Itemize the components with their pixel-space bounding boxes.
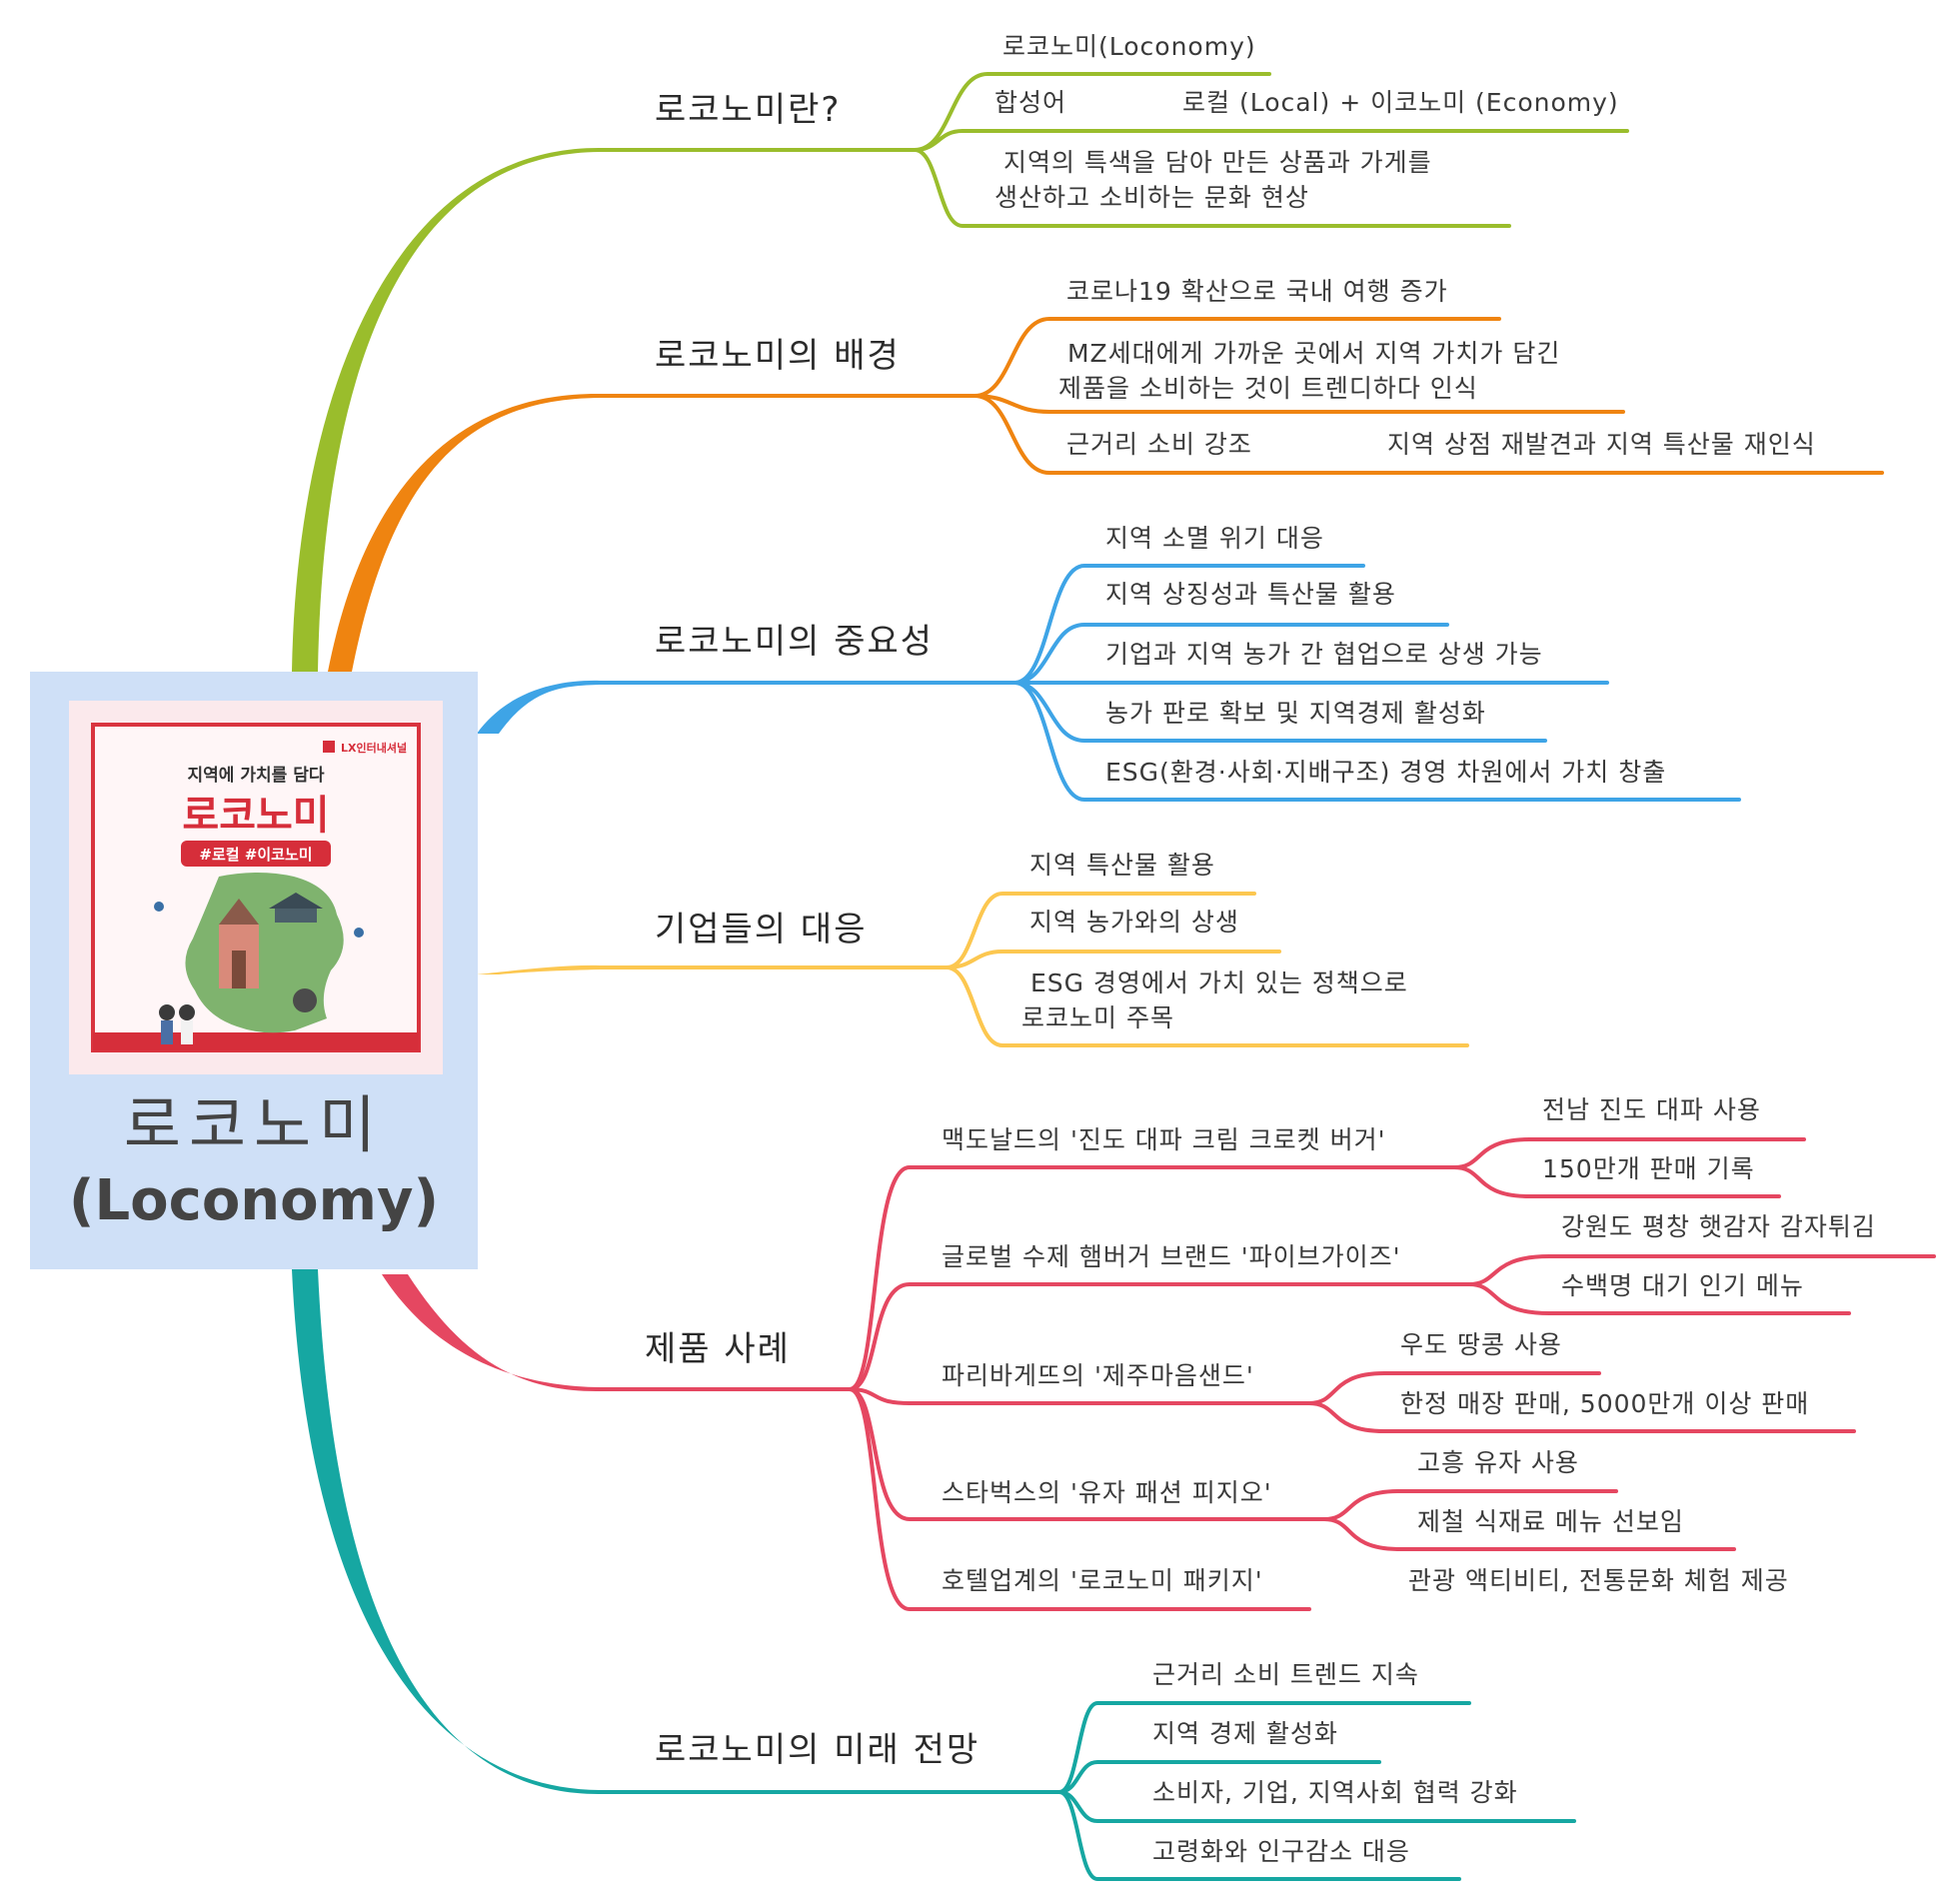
leaf-connector [1452,1165,1781,1198]
leaf-domestic-travel[interactable]: 코로나19 확산으로 국내 여행 증가 [1066,277,1448,306]
leaf-regional-decline[interactable]: 지역 소멸 위기 대응 [1105,524,1324,553]
leaf-parisbaguette-sales[interactable]: 한정 매장 판매, 5000만개 이상 판매 [1400,1389,1810,1418]
leaf-hotel-package-detail[interactable]: 관광 액티비티, 전통문화 체험 제공 [1408,1566,1789,1595]
leaf-fiveguys[interactable]: 글로벌 수제 햄버거 브랜드 '파이브가이즈' [942,1242,1401,1271]
center-title-korean: 로코노미 [123,1088,385,1161]
leaf-mcdonalds[interactable]: 맥도날드의 '진도 대파 크림 크로켓 버거' [942,1125,1386,1154]
main-branch-connector [477,680,600,734]
leaf-connector [1322,1489,1618,1521]
main-branch-connector [292,1269,600,1795]
leaf-local-consumption[interactable]: 근거리 소비 강조 [1066,430,1252,459]
leaf-farm-coexistence[interactable]: 지역 농가와의 상생 [1029,908,1239,937]
leaf-connector [848,1165,1456,1391]
leaf-connector [1012,681,1741,802]
leaf-hotel-package[interactable]: 호텔업계의 '로코노미 패키지' [942,1566,1263,1595]
leaf-mz-generation[interactable]: MZ세대에게 가까운 곳에서 지역 가치가 담긴 제품을 소비하는 것이 트렌디… [1058,339,1561,403]
leaf-connector [945,950,1281,969]
poster-headline: 로코노미 [182,793,329,839]
leaf-connector [1307,1371,1601,1405]
leaf-connector [848,1282,1471,1391]
center-title-english: (Loconomy) [68,1168,440,1233]
leaf-connector [848,1387,1311,1405]
leaf-connector [973,317,1501,398]
leaf-connector [945,892,1256,969]
leaf-use-specialties[interactable]: 지역 특산물 활용 [1029,851,1215,880]
leaf-connector [1452,1137,1806,1169]
leaf-corporate-collab[interactable]: 기업과 지역 농가 간 협업으로 상생 가능 [1105,640,1543,669]
center-title: 로코노미 (Loconomy) [30,1087,478,1239]
branch-background[interactable]: 로코노미의 배경 [655,336,901,376]
leaf-mcdonalds-jindo[interactable]: 전남 진도 대파 사용 [1542,1095,1761,1124]
leaf-compound-word[interactable]: 합성어 [994,88,1067,117]
leaf-starbucks-yuzu[interactable]: 고흥 유자 사용 [1417,1448,1579,1477]
leaf-connector [1057,1701,1471,1794]
leaf-mcdonalds-sales[interactable]: 150만개 판매 기록 [1542,1154,1755,1183]
branch-definition[interactable]: 로코노미란? [655,90,842,130]
leaf-aging-population[interactable]: 고령화와 인구감소 대응 [1152,1837,1410,1866]
leaf-parisbaguette[interactable]: 파리바게뜨의 '제주마음샌드' [942,1361,1254,1390]
leaf-connector [1012,564,1365,685]
leaf-regional-symbol[interactable]: 지역 상징성과 특산물 활용 [1105,580,1396,609]
loconomy-poster-image: LX인터내셔널 지역에 가치를 담다 로코노미 #로컬 #이코노미 [69,701,443,1074]
leaf-fiveguys-potato[interactable]: 강원도 평창 햇감자 감자튀김 [1561,1212,1876,1241]
leaf-farm-market[interactable]: 농가 판로 확보 및 지역경제 활성화 [1105,699,1486,728]
poster-hashtags: #로컬 #이코노미 [199,846,312,864]
branch-corporate-response[interactable]: 기업들의 대응 [655,910,868,950]
leaf-esg-policy[interactable]: ESG 경영에서 가치 있는 정책으로 로코노미 주목 [1021,968,1408,1032]
leaf-connector [848,1387,1326,1521]
main-branch-connector [382,1274,600,1392]
leaf-connector [973,394,1884,475]
leaf-definition-term[interactable]: 로코노미(Loconomy) [1002,32,1256,61]
leaf-fiveguys-popular[interactable]: 수백명 대기 인기 메뉴 [1561,1271,1804,1300]
branch-product-cases[interactable]: 제품 사례 [645,1329,791,1369]
branch-future-outlook[interactable]: 로코노미의 미래 전망 [655,1730,980,1770]
leaf-parisbaguette-peanut[interactable]: 우도 땅콩 사용 [1400,1330,1562,1359]
leaf-local-consumption-detail[interactable]: 지역 상점 재발견과 지역 특산물 재인식 [1387,430,1816,459]
leaf-connector [1467,1282,1851,1315]
leaf-definition-phenomenon[interactable]: 지역의 특색을 담아 만든 상품과 가게를 생산하고 소비하는 문화 현상 [994,148,1432,212]
leaf-connector [1322,1517,1736,1551]
branch-importance[interactable]: 로코노미의 중요성 [655,622,935,662]
leaf-connector [1012,623,1449,685]
main-branch-connector [292,147,600,672]
leaf-connector [913,129,1629,152]
leaf-connector [1467,1254,1936,1286]
leaf-connector [1057,1790,1461,1881]
leaf-cooperation[interactable]: 소비자, 기업, 지역사회 협력 강화 [1152,1778,1518,1807]
leaf-connector [848,1387,1311,1611]
leaf-starbucks-seasonal[interactable]: 제철 식재료 메뉴 선보임 [1417,1507,1684,1536]
main-branch-connector [477,964,600,974]
leaf-connector [1307,1401,1856,1433]
leaf-trend-continues[interactable]: 근거리 소비 트렌드 지속 [1152,1660,1419,1689]
leaf-connector [913,148,1511,228]
leaf-compound-word-detail[interactable]: 로컬 (Local) + 이코노미 (Economy) [1182,88,1619,117]
leaf-economy-activation[interactable]: 지역 경제 활성화 [1152,1719,1338,1748]
poster-brand: LX인터내셔널 [341,741,407,755]
leaf-esg-value[interactable]: ESG(환경·사회·지배구조) 경영 차원에서 가치 창출 [1105,758,1667,787]
main-branch-connector [328,393,600,672]
leaf-connector [945,965,1469,1047]
leaf-starbucks[interactable]: 스타벅스의 '유자 패션 피지오' [942,1478,1272,1507]
poster-tagline: 지역에 가치를 담다 [188,766,325,786]
